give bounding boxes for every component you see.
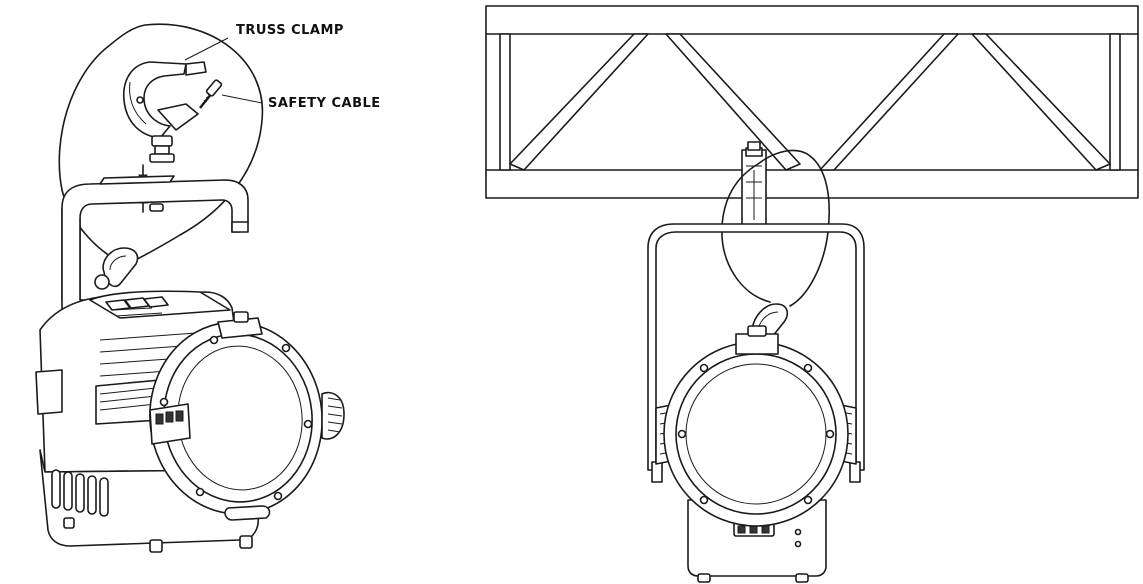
truss-bottom-chord: [485, 169, 1139, 199]
truss-clamp-icon: [123, 61, 207, 163]
truss: [485, 5, 1139, 199]
truss-clamp-front-icon: [741, 141, 767, 227]
safety-cable-loop: [721, 149, 830, 307]
gel-clip-front: [735, 325, 779, 355]
safety-cable-leader: [221, 94, 263, 104]
carabiner-icon: [94, 247, 139, 290]
vent-slots: [51, 469, 109, 517]
side-band: [35, 369, 161, 425]
front-lens-ring: [149, 321, 323, 515]
truss-top-chord: [485, 5, 1139, 35]
fixture-truss-view: [485, 5, 1139, 583]
display-panel: [149, 403, 191, 445]
truss-clamp-leader: [184, 37, 229, 61]
safety-cable-label: SAFETY CABLE: [268, 96, 381, 111]
focus-knob: [321, 391, 345, 440]
front-lens-ring-front: [663, 341, 849, 527]
fixture-side-view: TRUSS CLAMP SAFETY CABLE: [35, 23, 381, 553]
bottom-tab: [224, 505, 271, 521]
safety-cable-icon: [199, 79, 223, 109]
truss-clamp-label: TRUSS CLAMP: [236, 23, 344, 38]
gel-clip: [217, 311, 263, 339]
